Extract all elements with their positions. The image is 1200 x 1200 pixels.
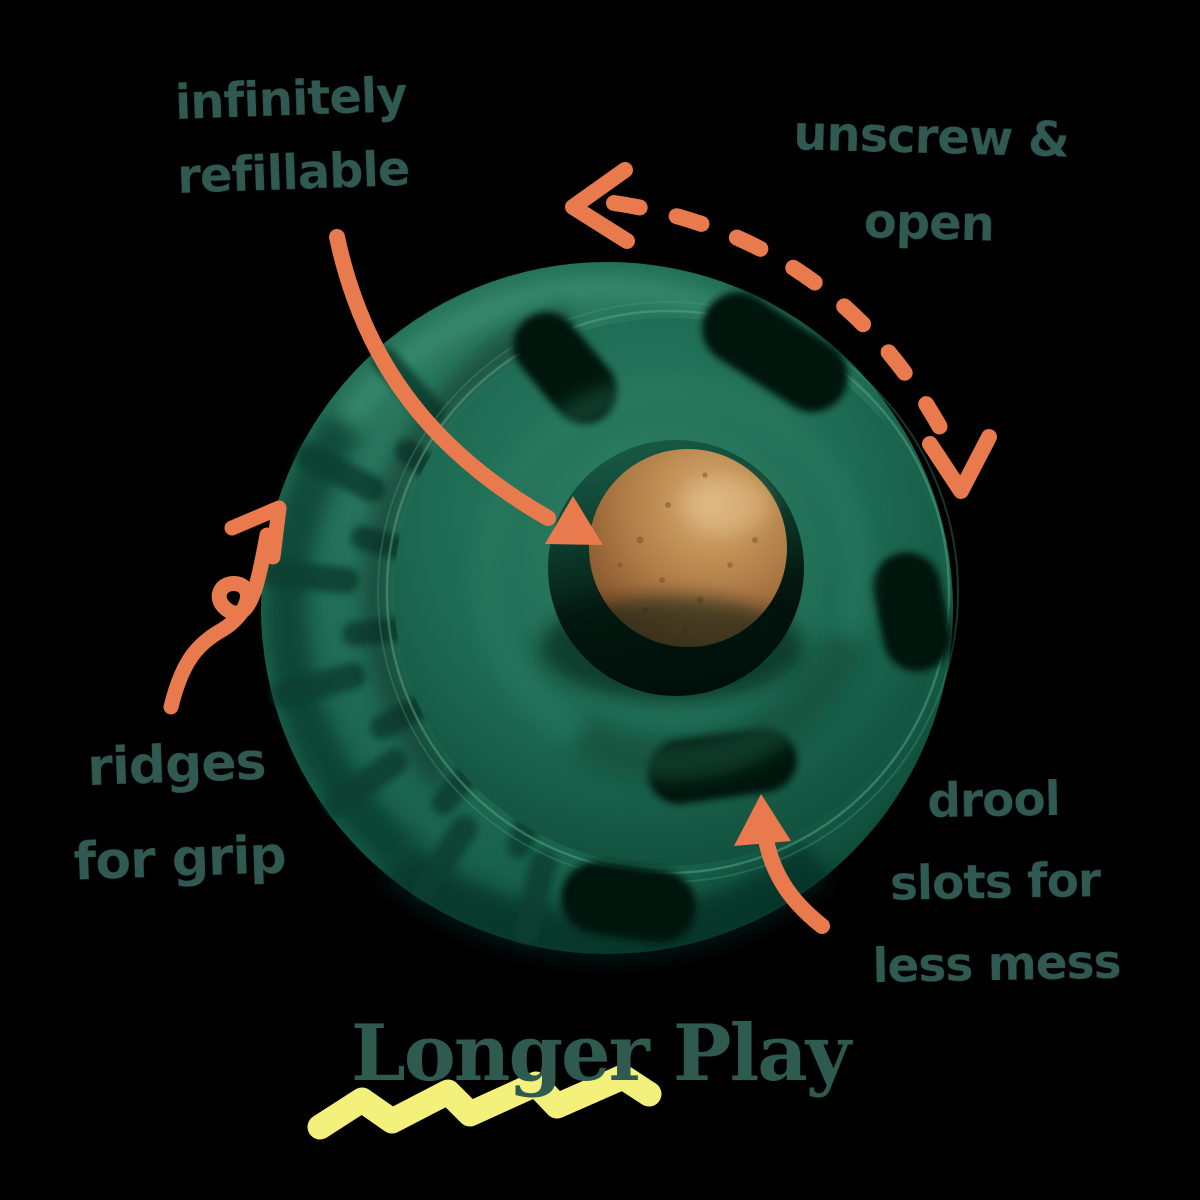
arrow-refillable-shaft bbox=[329, 229, 556, 526]
annotation-infinitely-refillable: infinitely refillable bbox=[80, 55, 505, 218]
lid-seam-shadow bbox=[361, 304, 573, 789]
annotation-line: refillable bbox=[176, 140, 411, 206]
arrow-ridges-loop bbox=[163, 500, 287, 715]
annotation-line: unscrew & bbox=[792, 105, 1070, 169]
annotation-line: drool bbox=[926, 771, 1061, 830]
annotation-line: ridges bbox=[86, 731, 267, 799]
arrow-drool-head bbox=[734, 794, 791, 846]
page-title: Longer Play bbox=[350, 1008, 851, 1099]
annotation-ridges-for-grip: ridges for grip bbox=[5, 712, 351, 912]
arrow-unscrew-head-left bbox=[565, 162, 635, 249]
arrow-drool bbox=[734, 794, 830, 934]
annotation-line: less mess bbox=[871, 934, 1121, 995]
annotation-line: open bbox=[863, 193, 995, 253]
annotation-line: slots for bbox=[889, 853, 1101, 912]
treat-ball bbox=[540, 449, 804, 700]
arrow-ridges-head bbox=[224, 500, 287, 565]
screw-lid bbox=[361, 292, 959, 943]
annotation-line: for grip bbox=[72, 825, 287, 893]
arrow-unscrew-arc bbox=[606, 195, 965, 468]
annotation-drool-slots: drool slots for less mess bbox=[843, 757, 1147, 1008]
title-underline-squiggle bbox=[307, 1064, 662, 1140]
ball-bottom-shadow bbox=[378, 840, 836, 965]
arrow-ridges-shaft bbox=[163, 527, 275, 715]
arrow-unscrew-dashed bbox=[565, 162, 997, 499]
arrow-refillable bbox=[329, 229, 603, 545]
annotation-unscrew-open: unscrew & open bbox=[728, 89, 1132, 271]
arrow-refillable-head bbox=[545, 496, 603, 545]
arrow-unscrew-head-right bbox=[922, 429, 997, 499]
center-ring-shadow bbox=[567, 630, 867, 783]
